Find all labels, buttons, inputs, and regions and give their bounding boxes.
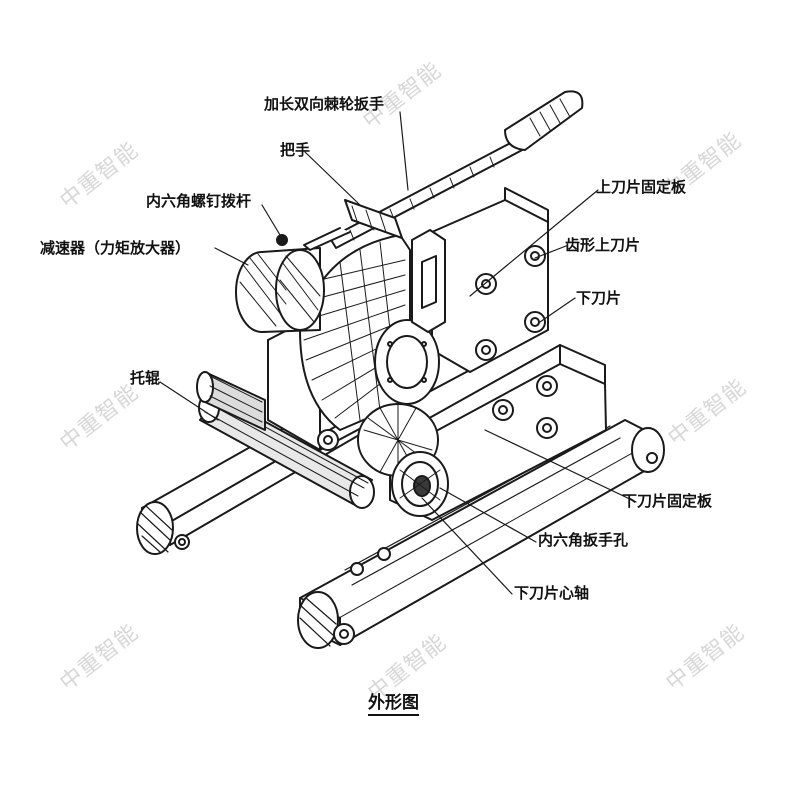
label-support-roller: 托辊: [130, 369, 161, 387]
handle-bracket: [411, 229, 446, 333]
hex-bolt-lever-knob: [276, 234, 288, 246]
bolt: [536, 375, 558, 397]
label-upper-blade-plate: 上刀片固定板: [596, 178, 687, 196]
label-lower-blade-shaft: 下刀片心轴: [514, 584, 590, 602]
bolt: [317, 429, 339, 451]
bolt: [475, 339, 497, 361]
figure-caption: 外形图: [368, 688, 419, 716]
bolt: [524, 311, 546, 333]
left-rear-wheel: [136, 501, 174, 555]
large-gear: [299, 234, 440, 431]
bolt: [350, 562, 364, 576]
label-hex-wrench-hole: 内六角扳手孔: [538, 531, 629, 549]
bolt: [377, 547, 391, 561]
label-reducer: 减速器（力矩放大器）: [40, 239, 191, 257]
right-rear-wheel: [631, 427, 665, 473]
label-ratchet-wrench: 加长双向棘轮扳手: [264, 95, 385, 113]
bolt: [524, 245, 546, 267]
reducer: [235, 234, 325, 333]
support-roller: [196, 371, 375, 509]
lower-blade-disk: [391, 451, 449, 517]
bolt: [492, 399, 514, 421]
handle-grip: [344, 199, 403, 239]
bolt: [174, 534, 190, 550]
label-hex-bolt-lever: 内六角螺钉拨杆: [146, 192, 252, 210]
right-skid-rail: [297, 419, 665, 649]
bolt: [536, 417, 558, 439]
upper-blade-fixed-plate: [431, 187, 549, 373]
label-handle: 把手: [280, 141, 311, 159]
label-toothed-upper-blade: 齿形上刀片: [565, 236, 641, 254]
right-front-wheel: [297, 591, 339, 649]
ratchet-wrench: [303, 90, 584, 251]
label-lower-blade: 下刀片: [576, 289, 622, 307]
label-lower-blade-plate: 下刀片固定板: [622, 492, 713, 510]
leader-lines: [159, 111, 637, 595]
